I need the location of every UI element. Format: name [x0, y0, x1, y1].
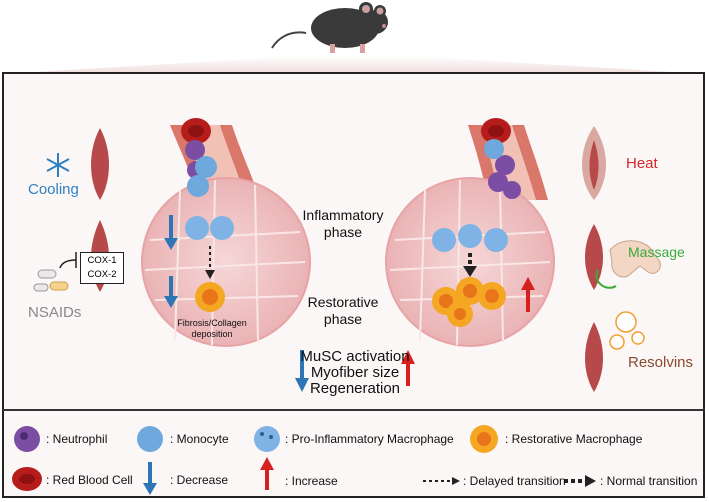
treatment-cooling-label: Cooling — [28, 181, 79, 198]
legend-pro-inflammatory-macrophage: : Pro-Inflammatory Macrophage — [285, 432, 454, 446]
cox-2-label: COX-2 — [87, 269, 117, 280]
hand-icon — [609, 240, 661, 278]
muscle-icon-resolvins — [585, 322, 603, 392]
decrease-arrows-left — [164, 215, 178, 308]
outcome-myofiber-size: Myofiber size — [310, 364, 400, 381]
fibrosis-label: Fibrosis/Collagen deposition — [172, 318, 252, 340]
legend-divider — [2, 409, 705, 411]
muscle-icon-cooling — [91, 128, 109, 200]
fibrosis-line2: deposition — [191, 329, 233, 339]
legend-delayed-transition-icon — [423, 477, 460, 485]
muscle-icon-heat — [582, 126, 606, 200]
legend-restorative-macrophage: : Restorative Macrophage — [505, 432, 643, 446]
increase-arrow-right — [521, 277, 535, 312]
legend-decrease-icon — [143, 462, 157, 495]
outcomes-list: MuSC activation Myofiber size Regenerati… — [295, 349, 415, 397]
restorative-phase-line2: phase — [323, 311, 363, 327]
snowflake-icon — [46, 153, 70, 177]
restorative-macrophage-left — [195, 282, 225, 312]
outcome-regeneration: Regeneration — [309, 380, 401, 397]
monocyte-left — [187, 156, 217, 197]
outcome-increase-arrow — [401, 350, 415, 386]
pro-inflammatory-macrophage-right — [432, 224, 508, 252]
legend-delayed-transition: : Delayed transition — [463, 474, 566, 488]
treatment-resolvins-label: Resolvins — [628, 354, 694, 371]
legend-increase-icon — [260, 457, 274, 490]
outcome-musc-activation: MuSC activation — [300, 348, 410, 365]
legend-neutrophil: : Neutrophil — [46, 432, 108, 446]
legend-pro-inflammatory-icon — [254, 426, 280, 452]
outcome-decrease-arrow — [295, 350, 309, 392]
legend-normal-transition-icon — [564, 475, 596, 487]
legend-neutrophil-icon — [14, 426, 40, 452]
monocyte-right — [484, 139, 504, 159]
neutrophil-right — [488, 155, 521, 199]
pills-icon — [33, 269, 69, 292]
treatment-nsaids-label: NSAIDs — [28, 304, 82, 321]
resolvins-icon — [609, 311, 645, 350]
cox-1-label: COX-1 — [87, 255, 117, 266]
restorative-phase-label: Restorative phase — [288, 294, 398, 328]
circular-arrow-icon — [595, 269, 617, 289]
cox-box: COX-1 COX-2 — [80, 252, 124, 284]
legend-restorative-icon — [470, 425, 498, 453]
legend-monocyte: : Monocyte — [170, 432, 229, 446]
muscle-icon-massage — [585, 224, 603, 290]
inflammatory-phase-label: Inflammatory phase — [288, 207, 398, 241]
pro-inflammatory-macrophage-left — [185, 216, 234, 240]
tissue-circle-left — [141, 177, 311, 347]
normal-transition-arrow-right — [463, 253, 477, 277]
treatment-heat-label: Heat — [626, 155, 658, 172]
fibrosis-line1: Fibrosis/Collagen — [177, 318, 247, 328]
treatment-massage-label: Massage — [628, 244, 685, 260]
inhibition-line — [59, 252, 77, 269]
red-blood-cell-left — [181, 118, 211, 144]
legend-red-blood-cell-icon — [12, 467, 42, 491]
legend-monocyte-icon — [137, 426, 163, 452]
restorative-phase-line1: Restorative — [307, 294, 379, 310]
legend-decrease: : Decrease — [170, 473, 229, 487]
red-blood-cell-right — [481, 118, 511, 144]
legend-red-blood-cell: : Red Blood Cell — [46, 473, 133, 487]
restorative-macrophage-right — [432, 277, 506, 327]
legend-normal-transition: : Normal transition — [600, 474, 698, 488]
inflammatory-phase-line2: phase — [323, 224, 363, 240]
header-trapezoid — [2, 56, 705, 74]
legend-increase: : Increase — [285, 474, 338, 488]
inflammatory-phase-line1: Inflammatory — [302, 207, 384, 223]
